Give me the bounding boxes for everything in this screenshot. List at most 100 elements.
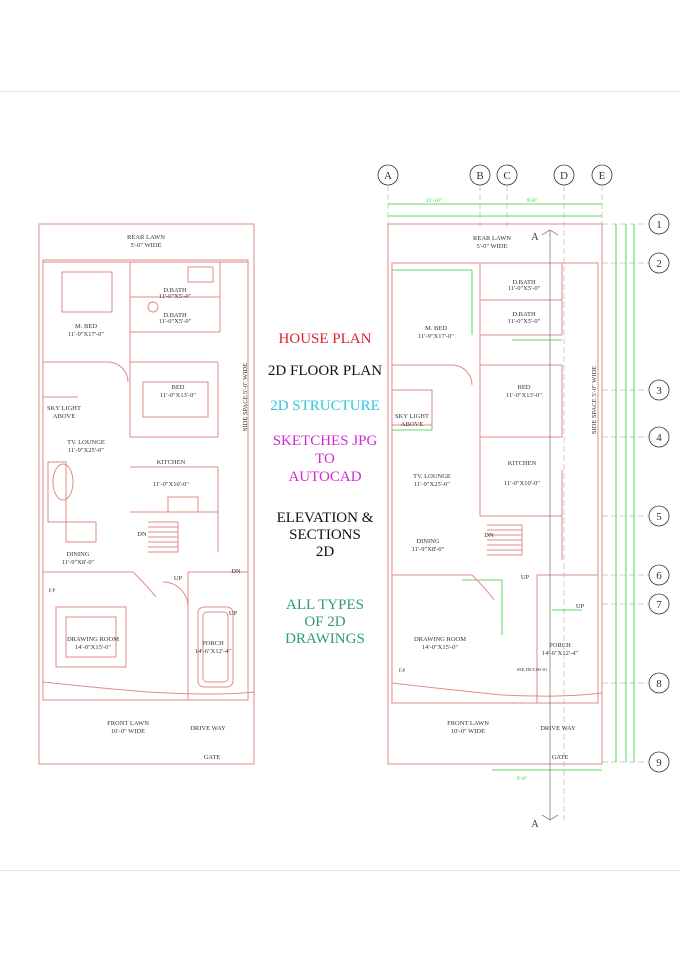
floor-plan-title: 2D FLOOR PLAN xyxy=(267,363,383,379)
grid-label-9: 9 xyxy=(656,757,662,769)
right-bed-label: BED xyxy=(518,384,531,391)
right-rear-lawn-label: REAR LAWN xyxy=(473,235,511,242)
right-driveway-label: DRIVE WAY xyxy=(540,725,576,732)
right-dining-size: 11'-9"X8'-0" xyxy=(412,546,445,553)
grid-label-7: 7 xyxy=(656,599,662,611)
grid-label-5: 5 xyxy=(656,511,662,523)
left-dining-size: 11'-9"X8'-0" xyxy=(62,559,95,566)
left-porch-label: PORCH xyxy=(202,640,224,647)
section-mark-top: A xyxy=(531,232,539,243)
right-fp-label: F.P xyxy=(399,669,406,674)
alltypes-line3: DRAWINGS xyxy=(285,631,365,647)
right-frontlawn-label: FRONT LAWN xyxy=(447,720,489,727)
left-up-label: UP xyxy=(174,575,183,582)
right-porch-size: 14'-6"X12'-4" xyxy=(542,650,579,657)
right-tvlounge-label: TV. LOUNGE xyxy=(413,473,451,480)
right-dbath2-size: 11'-0"X5'-0" xyxy=(508,318,541,325)
left-mbed-label: M. BED xyxy=(75,323,97,330)
left-porch-size: 14'-6"X12'-4" xyxy=(195,648,232,655)
left-skylight-above: ABOVE xyxy=(53,413,75,420)
left-drawing-size: 14'-0"X15'-0" xyxy=(75,644,112,651)
left-plan-house-outline xyxy=(42,259,249,701)
left-plan-boundary xyxy=(38,223,255,765)
dim-top-2: 9'-6" xyxy=(527,198,538,204)
sketches-line1: SKETCHES JPG xyxy=(272,433,378,449)
left-bed-label: BED xyxy=(172,384,185,391)
right-sidespace-label: SIDE SPACE 5'-0" WIDE xyxy=(591,366,598,434)
right-dbath1-label: D.BATH xyxy=(512,279,536,286)
top-divider xyxy=(0,91,680,92)
elevation-line2: SECTIONS xyxy=(289,527,361,543)
left-dbath2-label: D.BATH xyxy=(163,312,187,319)
grid-label-e: E xyxy=(599,170,606,182)
structure-title: 2D STRUCTURE xyxy=(270,398,380,414)
right-dn-label: DN xyxy=(484,532,494,539)
left-sidespace-label: SIDE SPACE 5'-0" WIDE xyxy=(242,363,249,431)
grid-label-6: 6 xyxy=(656,570,662,582)
left-kitchen-size: 11'-0"X10'-0" xyxy=(153,481,189,488)
right-skylight-above: ABOVE xyxy=(401,421,423,428)
right-dbath2-label: D.BATH xyxy=(512,311,536,318)
right-kitchen-label: KITCHEN xyxy=(508,460,537,467)
left-dbath2-size: 11'-0"X5'-0" xyxy=(159,318,192,325)
grid-label-a: A xyxy=(384,170,392,182)
bottom-divider xyxy=(0,870,680,871)
right-floor-plan: A B C D E 1 2 3 4 5 6 7 8 9 xyxy=(377,164,670,830)
right-plan-house-outline xyxy=(391,262,599,704)
left-dbath1-label: D.BATH xyxy=(163,287,187,294)
left-up2-label: UP xyxy=(229,610,238,617)
left-driveway-label: DRIVE WAY xyxy=(190,725,226,732)
left-dn2-label: DN xyxy=(231,568,241,575)
grid-label-8: 8 xyxy=(656,678,662,690)
right-drawing-label: DRAWING ROOM xyxy=(414,636,466,643)
left-dining-label: DINING xyxy=(66,551,89,558)
right-mbed-size: 11'-9"X17'-0" xyxy=(418,333,454,340)
left-frontlawn-label: FRONT LAWN xyxy=(107,720,149,727)
sketches-line2: TO xyxy=(315,451,335,467)
grid-label-1: 1 xyxy=(656,219,662,231)
elevation-line3: 2D xyxy=(315,544,335,560)
left-rear-lawn-width: 5'-0" WIDE xyxy=(131,242,162,249)
grid-label-b: B xyxy=(476,170,483,182)
right-see-detail: SEE DET.SD-01 xyxy=(517,667,547,672)
left-drawing-label: DRAWING ROOM xyxy=(67,636,119,643)
left-fp-label: F.P xyxy=(49,589,56,594)
right-porch-label: PORCH xyxy=(549,642,571,649)
right-bed-size: 11'-0"X13'-0" xyxy=(506,392,542,399)
left-mbed-size: 11'-9"X17'-0" xyxy=(68,331,104,338)
left-tvlounge-size: 11'-9"X25'-0" xyxy=(68,447,104,454)
left-bed-size: 11'-0"X13'-0" xyxy=(160,392,196,399)
grid-label-c: C xyxy=(503,170,510,182)
right-gate-label: GATE xyxy=(552,754,569,761)
dim-bottom: 9'-0" xyxy=(517,776,528,782)
left-skylight-label: SKY LIGHT xyxy=(47,405,81,412)
sketches-line3: AUTOCAD xyxy=(288,469,362,485)
grid-label-d: D xyxy=(560,170,568,182)
right-rear-lawn-width: 5'-0" WIDE xyxy=(477,243,508,250)
right-frontlawn-width: 10'-0" WIDE xyxy=(451,728,485,735)
left-dbath1-size: 11'-0"X5'-0" xyxy=(159,293,192,300)
grid-label-3: 3 xyxy=(656,385,662,397)
right-tvlounge-size: 11'-9"X25'-0" xyxy=(414,481,450,488)
left-tvlounge-label: TV. LOUNGE xyxy=(67,439,105,446)
right-dbath1-size: 11'-0"X5'-0" xyxy=(508,285,541,292)
grid-label-2: 2 xyxy=(656,258,662,270)
section-mark-bottom: A xyxy=(531,819,539,830)
right-drawing-size: 14'-0"X15'-0" xyxy=(422,644,459,651)
right-plan-boundary xyxy=(387,223,603,765)
left-dn-label: DN xyxy=(137,531,147,538)
alltypes-line2: OF 2D xyxy=(304,614,346,630)
right-dining-label: DINING xyxy=(416,538,439,545)
elevation-line1: ELEVATION & xyxy=(276,510,374,526)
alltypes-line1: ALL TYPES xyxy=(286,597,364,613)
left-floor-plan: REAR LAWN 5'-0" WIDE D.BATH 11'-0"X5'-0"… xyxy=(38,223,255,765)
left-kitchen-label: KITCHEN xyxy=(157,459,186,466)
right-kitchen-size: 11'-0"X10'-0" xyxy=(504,480,540,487)
left-gate-label: GATE xyxy=(204,754,221,761)
house-plan-title: HOUSE PLAN xyxy=(278,331,372,347)
right-skylight-label: SKY LIGHT xyxy=(395,413,429,420)
right-mbed-label: M. BED xyxy=(425,325,447,332)
grid-label-4: 4 xyxy=(656,432,662,444)
right-up-label: UP xyxy=(521,574,530,581)
left-rear-lawn-label: REAR LAWN xyxy=(127,234,165,241)
